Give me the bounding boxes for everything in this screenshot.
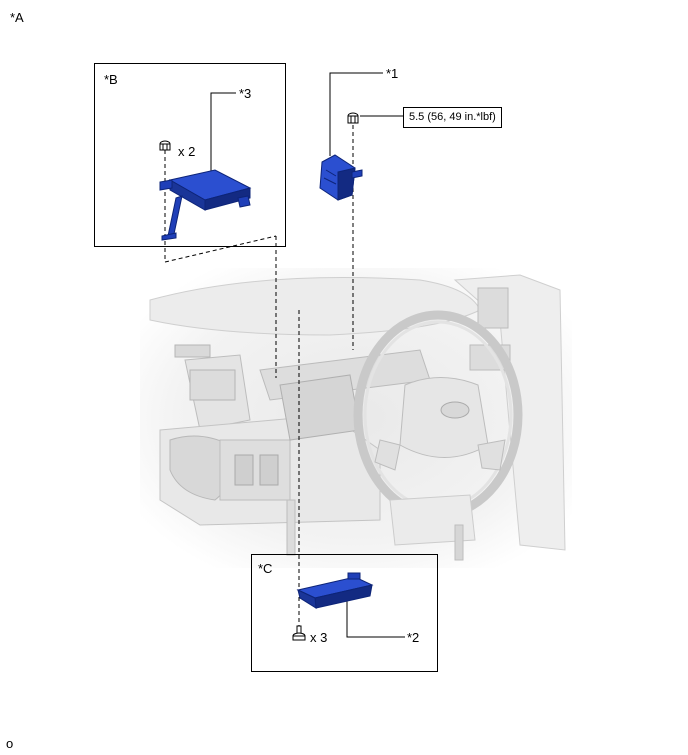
torque-spec-box: 5.5 (56, 49 in.*lbf) [403, 107, 502, 128]
view-c-frame [251, 554, 438, 672]
screw-c-shape [292, 625, 306, 641]
nut-1-shape [347, 112, 359, 124]
part-2-module-shape [296, 572, 374, 609]
part-3-bracket-shape [159, 169, 252, 241]
view-a-label: *A [10, 10, 24, 25]
part-1-callout: *1 [386, 66, 399, 81]
view-b-label: *B [104, 72, 118, 87]
nut-b-shape [159, 140, 171, 151]
part-2-callout: *2 [407, 630, 420, 645]
view-b-frame [94, 63, 286, 247]
quantity-b-label: x 2 [178, 144, 196, 159]
quantity-c-label: x 3 [310, 630, 328, 645]
part-3-callout: *3 [239, 86, 252, 101]
part-1-module-shape [319, 154, 363, 201]
figure-mark: o [6, 736, 14, 751]
view-c-label: *C [258, 561, 273, 576]
